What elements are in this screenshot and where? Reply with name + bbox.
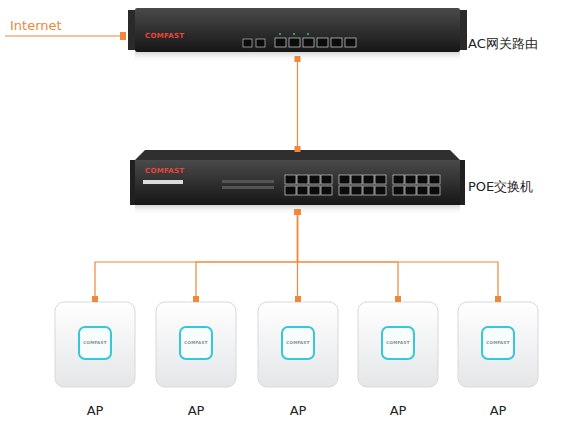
brand-logo: COMFAST bbox=[184, 341, 207, 345]
gateway-router-symbol bbox=[128, 8, 467, 62]
cable-line bbox=[196, 209, 298, 300]
brand-logo: COMFAST bbox=[286, 341, 309, 345]
access-point-node: COMFASTAP bbox=[458, 302, 538, 387]
brand-logo: COMFAST bbox=[145, 168, 184, 176]
wire-plug bbox=[295, 209, 301, 215]
device-label: AP bbox=[188, 404, 205, 418]
wire-plug bbox=[193, 296, 199, 302]
access-point-node: COMFASTAP bbox=[358, 302, 438, 387]
gateway-router-node: COMFASTAC网关路由 bbox=[135, 8, 460, 52]
cable-line bbox=[95, 209, 298, 300]
device-label: AP bbox=[390, 404, 407, 418]
cable-line bbox=[298, 209, 499, 300]
cable-line bbox=[297, 209, 298, 300]
network-cable bbox=[295, 209, 302, 302]
wire-plug bbox=[120, 32, 126, 40]
access-point-node: COMFASTAP bbox=[55, 302, 135, 387]
network-cable bbox=[295, 56, 301, 152]
network-cable bbox=[295, 209, 402, 302]
device-label: AP bbox=[490, 404, 507, 418]
poe-switch-symbol bbox=[130, 150, 465, 215]
brand-logo: COMFAST bbox=[83, 341, 106, 345]
wire-plug bbox=[295, 209, 301, 215]
device-label: AP bbox=[290, 404, 307, 418]
wire-plug bbox=[295, 209, 301, 215]
wire-plug bbox=[295, 296, 301, 302]
network-cable bbox=[295, 209, 502, 302]
device-label: POE交换机 bbox=[468, 180, 533, 194]
brand-logo: COMFAST bbox=[386, 341, 409, 345]
network-cable bbox=[92, 209, 301, 302]
wire-plug bbox=[295, 209, 301, 215]
wire-plug bbox=[295, 146, 301, 152]
wire-plug bbox=[295, 56, 301, 62]
access-point-symbol bbox=[55, 302, 538, 387]
wire-plug bbox=[295, 209, 301, 215]
brand-logo: COMFAST bbox=[145, 33, 184, 41]
wire-plug bbox=[395, 296, 401, 302]
device-label: AC网关路由 bbox=[468, 37, 538, 51]
brand-logo: COMFAST bbox=[486, 341, 509, 345]
wire-plug bbox=[92, 296, 98, 302]
cable-line bbox=[297, 56, 298, 150]
poe-switch-node: COMFASTPOE交换机 bbox=[135, 152, 460, 205]
network-cable bbox=[193, 209, 301, 302]
device-label: AP bbox=[87, 404, 104, 418]
cable-line bbox=[298, 209, 399, 300]
internet-label: Internet bbox=[10, 18, 62, 33]
access-point-node: COMFASTAP bbox=[156, 302, 236, 387]
wire-plug bbox=[495, 296, 501, 302]
access-point-node: COMFASTAP bbox=[258, 302, 338, 387]
internet-wire bbox=[5, 35, 122, 36]
